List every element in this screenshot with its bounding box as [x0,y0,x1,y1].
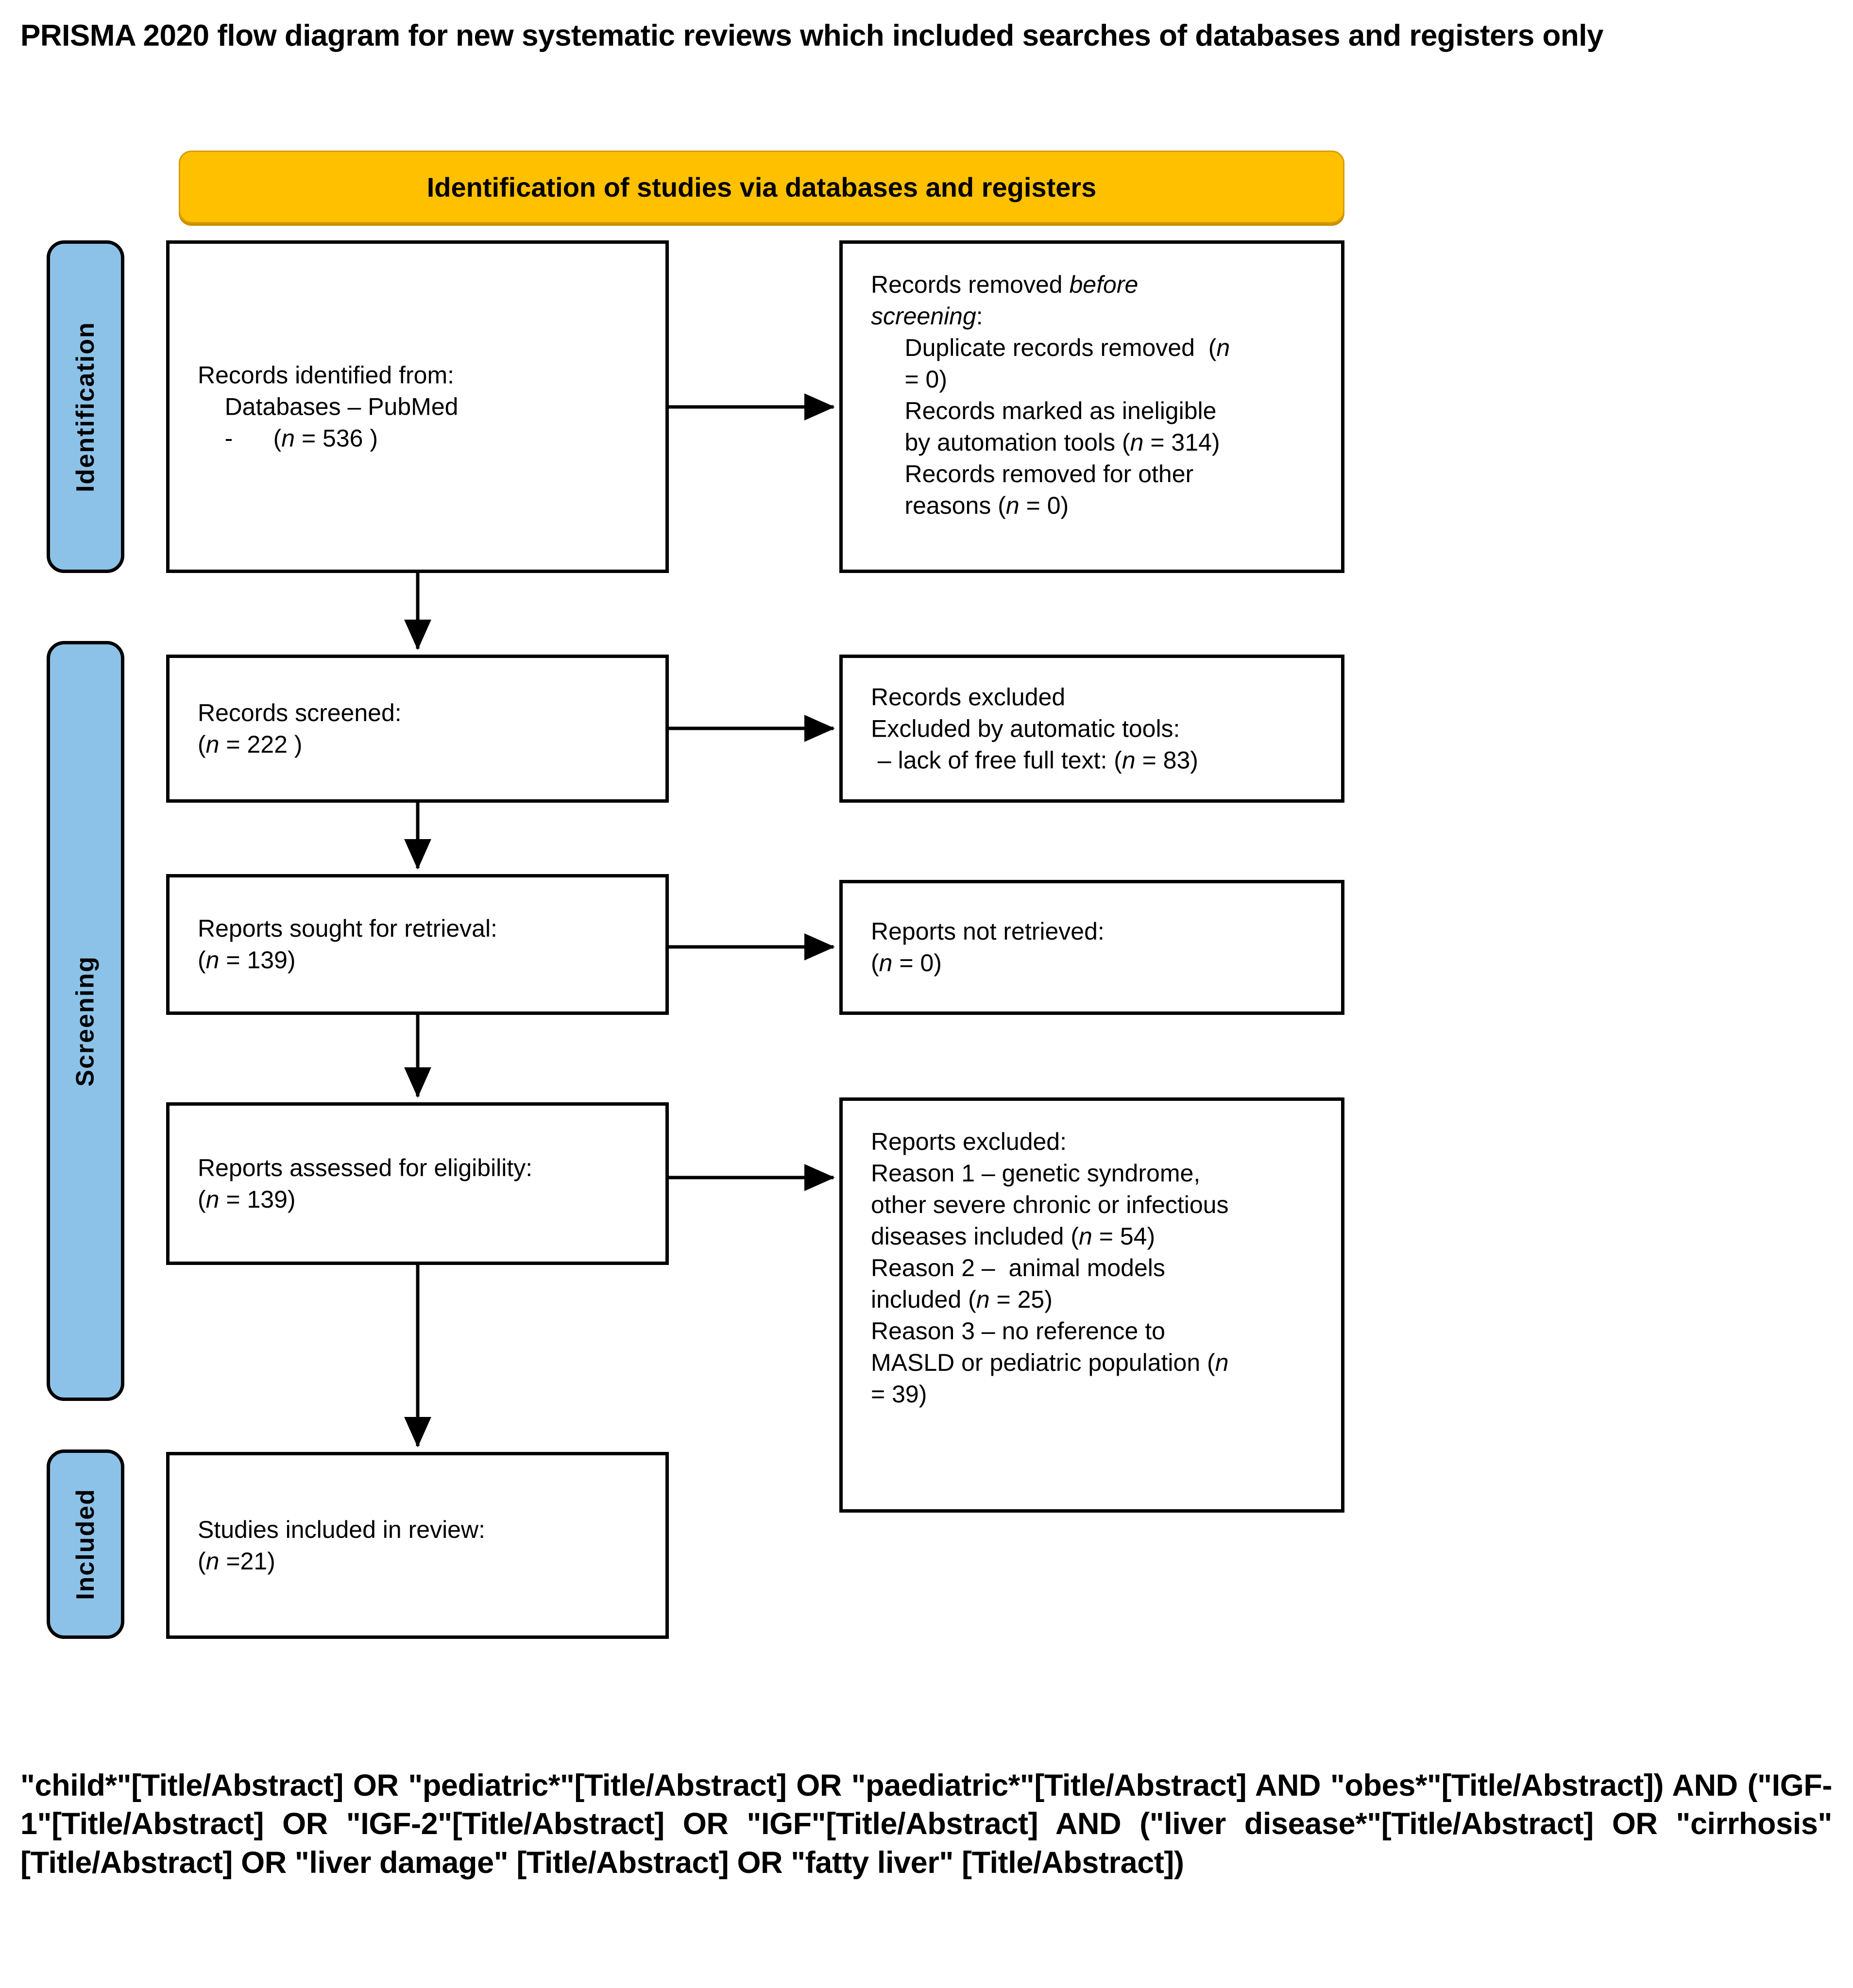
box-records-excluded-text: Records excluded Excluded by automatic t… [871,683,1198,774]
stage-bar-included: Included [47,1449,124,1639]
stage-label-included: Included [71,1488,100,1600]
box-reports-not-retrieved-text: Reports not retrieved: (n = 0) [871,918,1105,977]
box-records-removed-before-screening: Records removed before screening: Duplic… [839,240,1344,573]
box-records-excluded: Records excluded Excluded by automatic t… [839,655,1344,803]
box-reports-sought-text: Reports sought for retrieval: (n = 139) [198,915,497,974]
box-reports-not-retrieved: Reports not retrieved: (n = 0) [839,880,1344,1015]
stage-bar-screening: Screening [47,641,124,1401]
search-query-string: "child*"[Title/Abstract] OR "pediatric*"… [20,1769,1841,1880]
stage-label-screening: Screening [71,955,100,1087]
box-records-removed-text: Records removed before screening: Duplic… [871,271,1230,519]
box-records-screened-text: Records screened: (n = 222 ) [198,699,402,758]
box-reports-assessed-for-eligibility: Reports assessed for eligibility: (n = 1… [166,1102,669,1265]
box-reports-assessed-text: Reports assessed for eligibility: (n = 1… [198,1154,533,1213]
stage-bar-identification: Identification [47,240,124,573]
section-header-label: Identification of studies via databases … [426,171,1097,202]
box-records-identified-text: Records identified from: Databases – Pub… [198,361,459,452]
box-records-screened: Records screened: (n = 222 ) [166,655,669,803]
box-reports-excluded-text: Reports excluded: Reason 1 – genetic syn… [871,1128,1229,1408]
box-reports-excluded: Reports excluded: Reason 1 – genetic syn… [839,1097,1344,1513]
box-reports-sought-for-retrieval: Reports sought for retrieval: (n = 139) [166,874,669,1015]
stage-label-identification: Identification [71,321,100,492]
box-records-identified: Records identified from: Databases – Pub… [166,240,669,573]
section-header-identification: Identification of studies via databases … [179,151,1344,223]
page-title: PRISMA 2020 flow diagram for new systema… [20,19,1603,52]
box-studies-included-text: Studies included in review: (n =21) [198,1516,485,1575]
box-studies-included-in-review: Studies included in review: (n =21) [166,1452,669,1639]
